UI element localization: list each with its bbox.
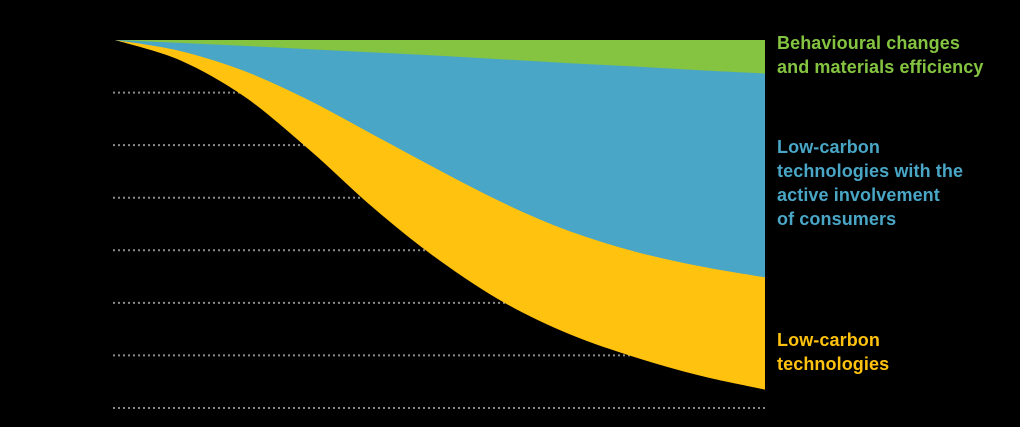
- label-low-carbon-technologies-with-consumers: Low-carbon technologies with the active …: [777, 137, 964, 229]
- area-low-carbon-technologies-with-the-active-involvement-of-consumers: [115, 40, 765, 278]
- label-behavioural-changes-and-materials-efficiency: Behavioural changes and materials effici…: [777, 33, 984, 77]
- area-behavioural-changes-and-materials-efficiency: [115, 40, 765, 74]
- label-low-carbon-technologies: Low-carbon technologies: [777, 330, 890, 374]
- area-series: [115, 40, 765, 390]
